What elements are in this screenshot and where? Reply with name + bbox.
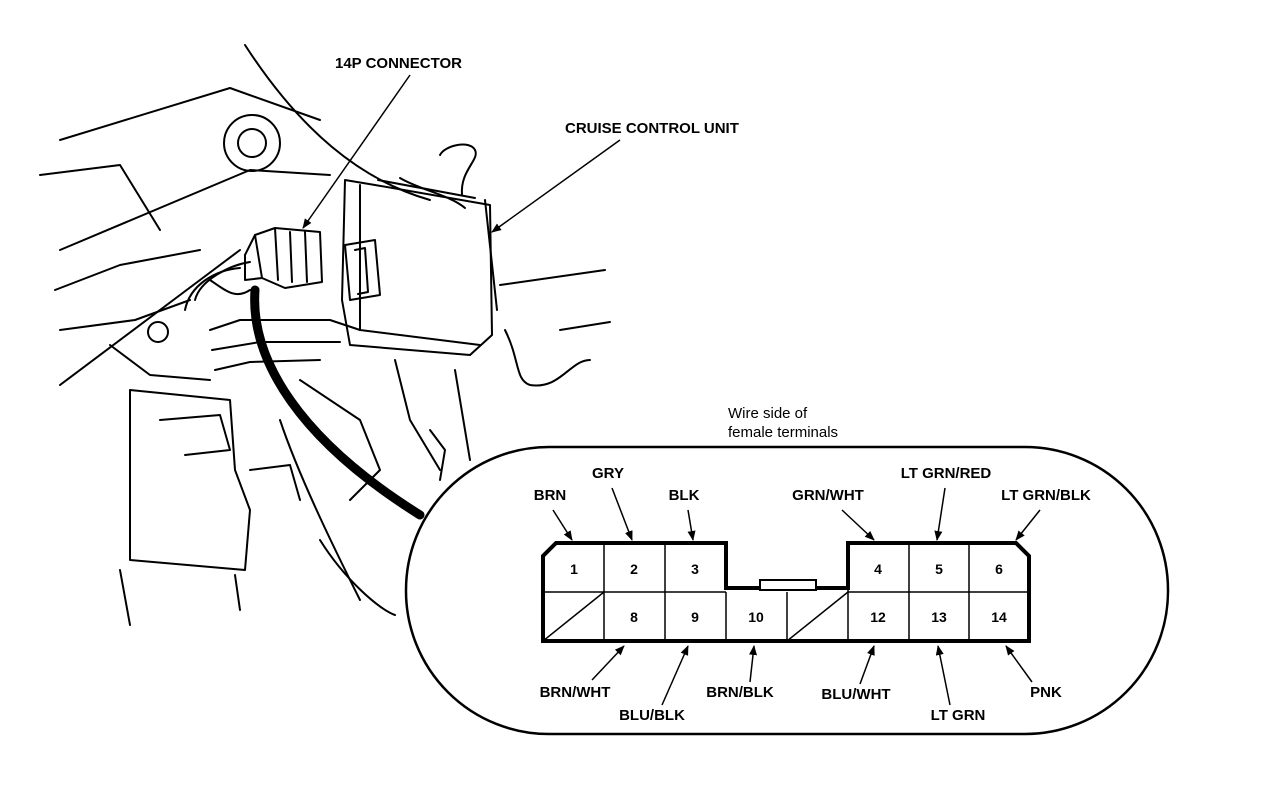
label-14p-connector: 14P CONNECTOR [335, 55, 462, 72]
wire-label-brn-wht: BRN/WHT [540, 684, 611, 701]
wire-label-gry: GRY [592, 465, 624, 482]
wire-label-lt-grn-red: LT GRN/RED [901, 465, 992, 482]
arrow-pin-8 [591, 645, 625, 681]
bolt-hole-icon [223, 114, 281, 172]
arrow-pin-13 [935, 645, 951, 706]
label-cruise-control-unit: CRUISE CONTROL UNIT [565, 120, 739, 137]
pin-9: 9 [691, 609, 699, 625]
wire-label-lt-grn: LT GRN [931, 707, 986, 724]
pin-10: 10 [748, 609, 764, 625]
pin-1: 1 [570, 561, 578, 577]
arrow-pin-12 [859, 645, 875, 685]
arrow-pin-9 [661, 645, 689, 706]
wire-label-blu-blk: BLU/BLK [619, 707, 685, 724]
empty-cavity-mid [786, 591, 849, 642]
arrow-cruise-control-unit [491, 139, 621, 233]
arrow-pin-3 [687, 509, 696, 541]
pin-2: 2 [630, 561, 638, 577]
wire-label-brn: BRN [534, 487, 567, 504]
arrow-pin-1 [552, 509, 573, 541]
connector-latch [759, 579, 817, 591]
arrow-pin-6 [1015, 509, 1041, 541]
wire-label-blu-wht: BLU/WHT [821, 686, 890, 703]
arrow-pin-4 [841, 509, 875, 541]
pin-8: 8 [630, 609, 638, 625]
wire-label-blk: BLK [669, 487, 700, 504]
arrow-pin-14 [1005, 645, 1033, 683]
arrow-pin-5 [934, 487, 946, 541]
pin-14: 14 [991, 609, 1007, 625]
wire-label-lt-grn-blk: LT GRN/BLK [1001, 487, 1091, 504]
caption-line-2: female terminals [728, 424, 838, 441]
wire-label-pnk: PNK [1030, 684, 1062, 701]
pin-4: 4 [874, 561, 882, 577]
arrow-14p-connector [302, 74, 411, 229]
arrow-pin-2 [611, 487, 633, 541]
pin-13: 13 [931, 609, 947, 625]
pin-5: 5 [935, 561, 943, 577]
cruise-control-unit-shape [341, 177, 498, 356]
pin-12: 12 [870, 609, 886, 625]
connector-face [541, 541, 1031, 643]
dashboard-linework [39, 44, 611, 626]
wire-label-brn-blk: BRN/BLK [706, 684, 774, 701]
wire-label-grn-wht: GRN/WHT [792, 487, 864, 504]
pin-3: 3 [691, 561, 699, 577]
arrow-pin-10 [749, 645, 757, 683]
connector-14p-shape [244, 227, 323, 289]
empty-cavity-left [542, 591, 605, 642]
pin-6: 6 [995, 561, 1003, 577]
caption-line-1: Wire side of [728, 405, 808, 422]
